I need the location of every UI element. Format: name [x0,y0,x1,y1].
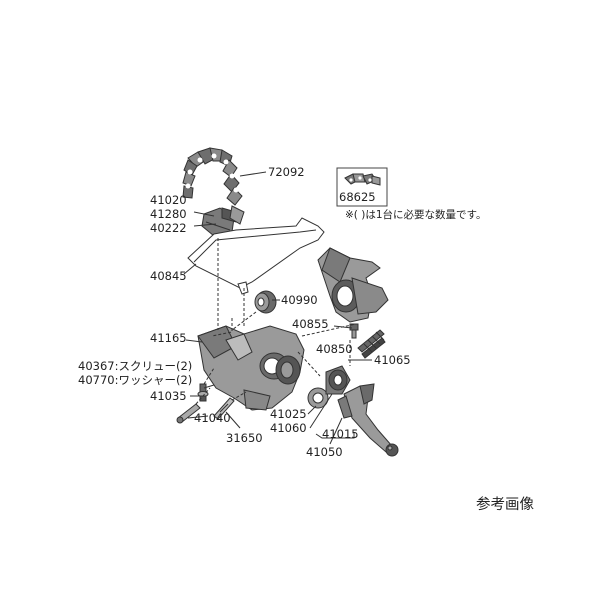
label-41065: 41065 [374,353,411,367]
label-41040: 41040 [194,411,231,425]
reference-image-caption: 参考画像 [476,496,534,513]
label-41025: 41025 [270,407,307,421]
label-72092: 72092 [268,165,305,179]
roller-part [254,290,277,314]
washer-nut-part [307,365,351,409]
label-40855: 40855 [292,317,329,331]
chain-part [182,147,243,206]
handle-casting-part [317,247,389,323]
label-31650: 31650 [226,431,263,445]
label-41165: 41165 [150,331,187,345]
part-labels: 72092 41020 41280 40222 40845 40990 4085… [78,165,411,459]
assembly-guides [195,238,357,405]
label-41060: 41060 [270,421,307,435]
spring-part [357,329,386,359]
lever-part [337,383,399,457]
label-41035: 41035 [150,389,187,403]
inset-part-number: 68625 [339,190,376,204]
screw-part [349,323,359,339]
label-41050: 41050 [306,445,343,459]
label-40222: 40222 [150,221,187,235]
pin-part [176,403,201,424]
label-40990: 40990 [281,293,318,307]
label-40850: 40850 [316,342,353,356]
label-41015: 41015 [322,427,359,441]
leader-lines [183,171,372,445]
label-41280: 41280 [150,207,187,221]
inset-68625: 68625 [336,167,388,207]
label-41020: 41020 [150,193,187,207]
base-plate-part [187,217,325,295]
label-40770: 40770:ワッシャー(2) [78,373,192,387]
label-40845: 40845 [150,269,187,283]
label-40367: 40367:スクリュー(2) [78,359,192,373]
main-body-part [197,325,305,411]
quantity-note: ※( )は1台に必要な数量です。 [345,208,486,221]
spring-pin-part [213,397,235,420]
